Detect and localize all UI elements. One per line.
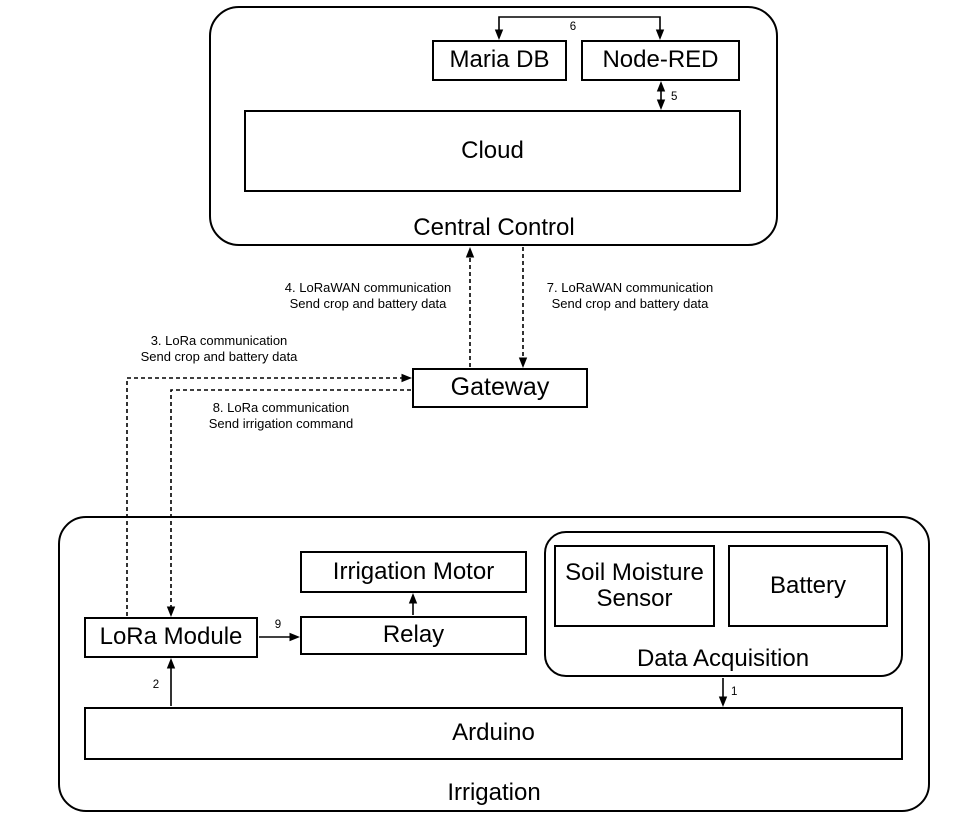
edge-4-annotation-line1: 4. LoRaWAN communication (284, 280, 452, 295)
edge-5-number: 5 (671, 91, 678, 103)
node-red-box: Node-RED (581, 40, 740, 81)
data-acquisition-label: Data Acquisition (636, 645, 810, 672)
relay-box: Relay (300, 616, 527, 655)
edge-8-annotation-line2: Send irrigation command (208, 416, 354, 431)
maria-db-box: Maria DB (432, 40, 567, 81)
edge-6-number: 6 (569, 21, 577, 33)
edge-3-annotation-line1: 3. LoRa communication (150, 333, 288, 348)
edge-4-annotation-line2: Send crop and battery data (289, 296, 447, 311)
central-control-label: Central Control (413, 214, 575, 241)
arrowhead-7 (518, 357, 528, 368)
arrowhead-3 (401, 373, 412, 383)
irrigation-label: Irrigation (447, 779, 541, 806)
edge-7-annotation-line1: 7. LoRaWAN communication (546, 280, 714, 295)
soil-moisture-sensor-box: Soil Moisture Sensor (554, 545, 715, 627)
edge-3-annotation: 3. LoRa communication Send crop and batt… (141, 333, 298, 365)
edge-2-number: 2 (152, 679, 160, 691)
battery-box: Battery (728, 545, 888, 627)
edge-3-annotation-line2: Send crop and battery data (140, 349, 298, 364)
edge-8-annotation: 8. LoRa communication Send irrigation co… (209, 400, 354, 432)
irrigation-motor-box: Irrigation Motor (300, 551, 527, 593)
cloud-box: Cloud (244, 110, 741, 192)
edge-1-number: 1 (731, 686, 738, 698)
arduino-box: Arduino (84, 707, 903, 760)
edge-9-number: 9 (274, 619, 282, 631)
lora-module-box: LoRa Module (84, 617, 258, 658)
edge-4-annotation: 4. LoRaWAN communication Send crop and b… (285, 280, 451, 312)
edge-7-annotation: 7. LoRaWAN communication Send crop and b… (547, 280, 713, 312)
arrowhead-4 (465, 247, 475, 258)
edge-7-annotation-line2: Send crop and battery data (551, 296, 709, 311)
edge-8-annotation-line1: 8. LoRa communication (212, 400, 350, 415)
gateway-box: Gateway (412, 368, 588, 408)
